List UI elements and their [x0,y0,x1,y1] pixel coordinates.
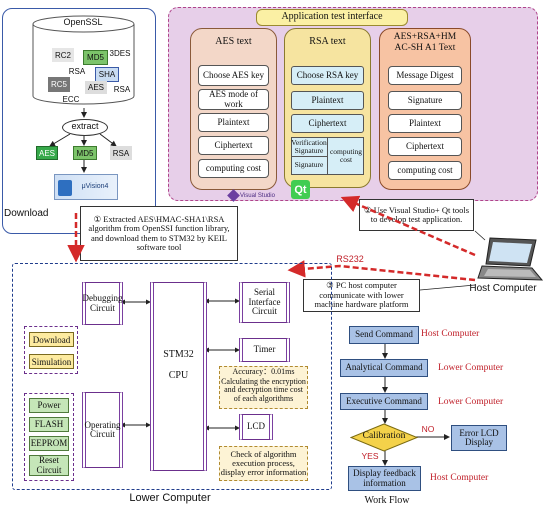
lower-computer-panel [12,263,332,490]
chip-ecc: ECC [62,94,80,104]
app-test-title: Application test interface [281,11,383,22]
rs232-label: RS232 [336,254,364,264]
send-command-step: Send Command [349,326,419,344]
callout-extract: ① Extracted AES\HMAC-SHA1\RSA algorithm … [80,206,238,261]
output-md5: MD5 [73,146,97,160]
chip-3des: 3DES [109,48,131,58]
flow-yes-label: YES [361,451,379,461]
lower-wiring [120,298,240,431]
flow-tag-host-2: Host Computer [430,473,489,483]
flow-tag-host-1: Host Computer [421,329,480,339]
extract-label: extract [71,121,99,131]
aes-plaintext-field[interactable]: Plaintext [198,113,269,132]
extract-node [62,119,108,136]
flow-tag-lower-1: Lower Computer [438,363,504,373]
openssl-label: OpenSSL [63,17,103,27]
host-computer-label: Host Computer [469,283,537,294]
timer-module: Timer [239,338,290,362]
rsa-ciphertext-field[interactable]: Ciphertext [291,114,364,133]
analytical-command-step: Analytical Command [340,359,428,377]
error-lcd-display-step: Error LCD Display [451,425,507,451]
choose-rsa-key-button[interactable]: Choose RSA key [291,66,364,85]
rsa-signature-button[interactable]: Signature [294,160,324,169]
combo-column-header-line1: AES+RSA+HM [393,32,457,42]
stm32-cpu [150,282,207,471]
flash-option: FLASH [29,417,69,432]
download-option[interactable]: Download [29,332,74,347]
reset-circuit-option: Reset Circuit [29,455,69,476]
qt-logo-icon: Qt [291,180,310,199]
eeprom-option: EEPROM [29,436,69,451]
rsa-plaintext-field[interactable]: Plaintext [291,91,364,110]
cpu-label-cpu: CPU [168,370,189,381]
serial-interface-circuit: Serial Interface Circuit [239,282,290,323]
rsa-column-header: RSA text [309,36,346,47]
output-aes: AES [36,146,58,160]
combo-ciphertext-field[interactable]: Ciphertext [388,137,462,156]
simulation-option[interactable]: Simulation [29,354,74,369]
download-caption: Download [4,208,49,219]
keil-tool-label: μVision4 [81,183,109,190]
operating-circuit: Operating Circuit [82,392,123,468]
calibration-label: Calibration [362,431,406,441]
aes-computing-cost-field[interactable]: computing cost [198,159,269,178]
lcd-module: LCD [239,414,273,440]
output-rsa: RSA [110,146,132,160]
app-test-title-box [256,9,408,26]
combo-signature-field[interactable]: Signature [388,91,462,110]
debugging-circuit: Debugging Circuit [82,282,123,325]
display-feedback-step: Display feedback information [348,466,421,491]
operating-options-group [24,393,74,481]
timer-accuracy-text: Accuracy：0.01ms [232,367,295,376]
callout-communicate: ③ PC host computer communicate with lowe… [303,279,420,312]
rsa-split-hdivider [291,156,327,157]
lower-computer-caption: Lower Computer [129,492,211,504]
debug-options-group [24,326,78,374]
keil-logo-icon [58,180,72,196]
cpu-label-stm32: STM32 [163,349,194,360]
choose-aes-key-button[interactable]: Choose AES key [198,65,269,86]
chip-sha: SHA [95,67,119,82]
timer-desc-text: Calculating the encryption and decryptio… [221,377,306,403]
callout-develop: ② Use Visual Studio+ Qt tools to develop… [359,199,474,231]
rsa-split-divider [327,137,328,175]
calibration-diamond [350,423,418,452]
rsa-computing-cost-field[interactable]: computing cost [329,147,363,164]
flow-tag-lower-2: Lower Computer [438,397,504,407]
combo-computing-cost-field[interactable]: computing cost [388,161,462,180]
chip-rsa: RSA [113,84,131,94]
verification-signature-button[interactable]: Verification Signature [291,138,327,155]
laptop-icon [477,237,544,281]
keil-tool-image: μVision4 [54,174,118,200]
chip-aes: AES [85,81,107,94]
lcd-note: Check of algorithm execution process, di… [219,446,308,481]
chip-rsa-top: RSA [68,66,86,76]
aes-column-header: AES text [215,36,252,47]
download-arrows [49,108,117,173]
chip-md5: MD5 [83,50,108,65]
flow-no-label: NO [421,424,435,434]
chip-rc2: RC2 [52,48,74,62]
message-digest-field[interactable]: Message Digest [388,66,462,85]
power-option: Power [29,398,69,413]
workflow-caption: Work Flow [364,495,410,506]
combo-column-header-line2: AC-SH A1 Text [394,43,456,53]
chip-rc5: RC5 [48,77,70,92]
aes-ciphertext-field[interactable]: Ciphertext [198,136,269,155]
combo-plaintext-field[interactable]: Plaintext [388,114,462,133]
aes-mode-button[interactable]: AES mode of work [198,89,269,110]
executive-command-step: Executive Command [340,393,428,410]
visual-studio-label: Visual Studio [240,193,275,199]
timer-note [219,366,308,409]
